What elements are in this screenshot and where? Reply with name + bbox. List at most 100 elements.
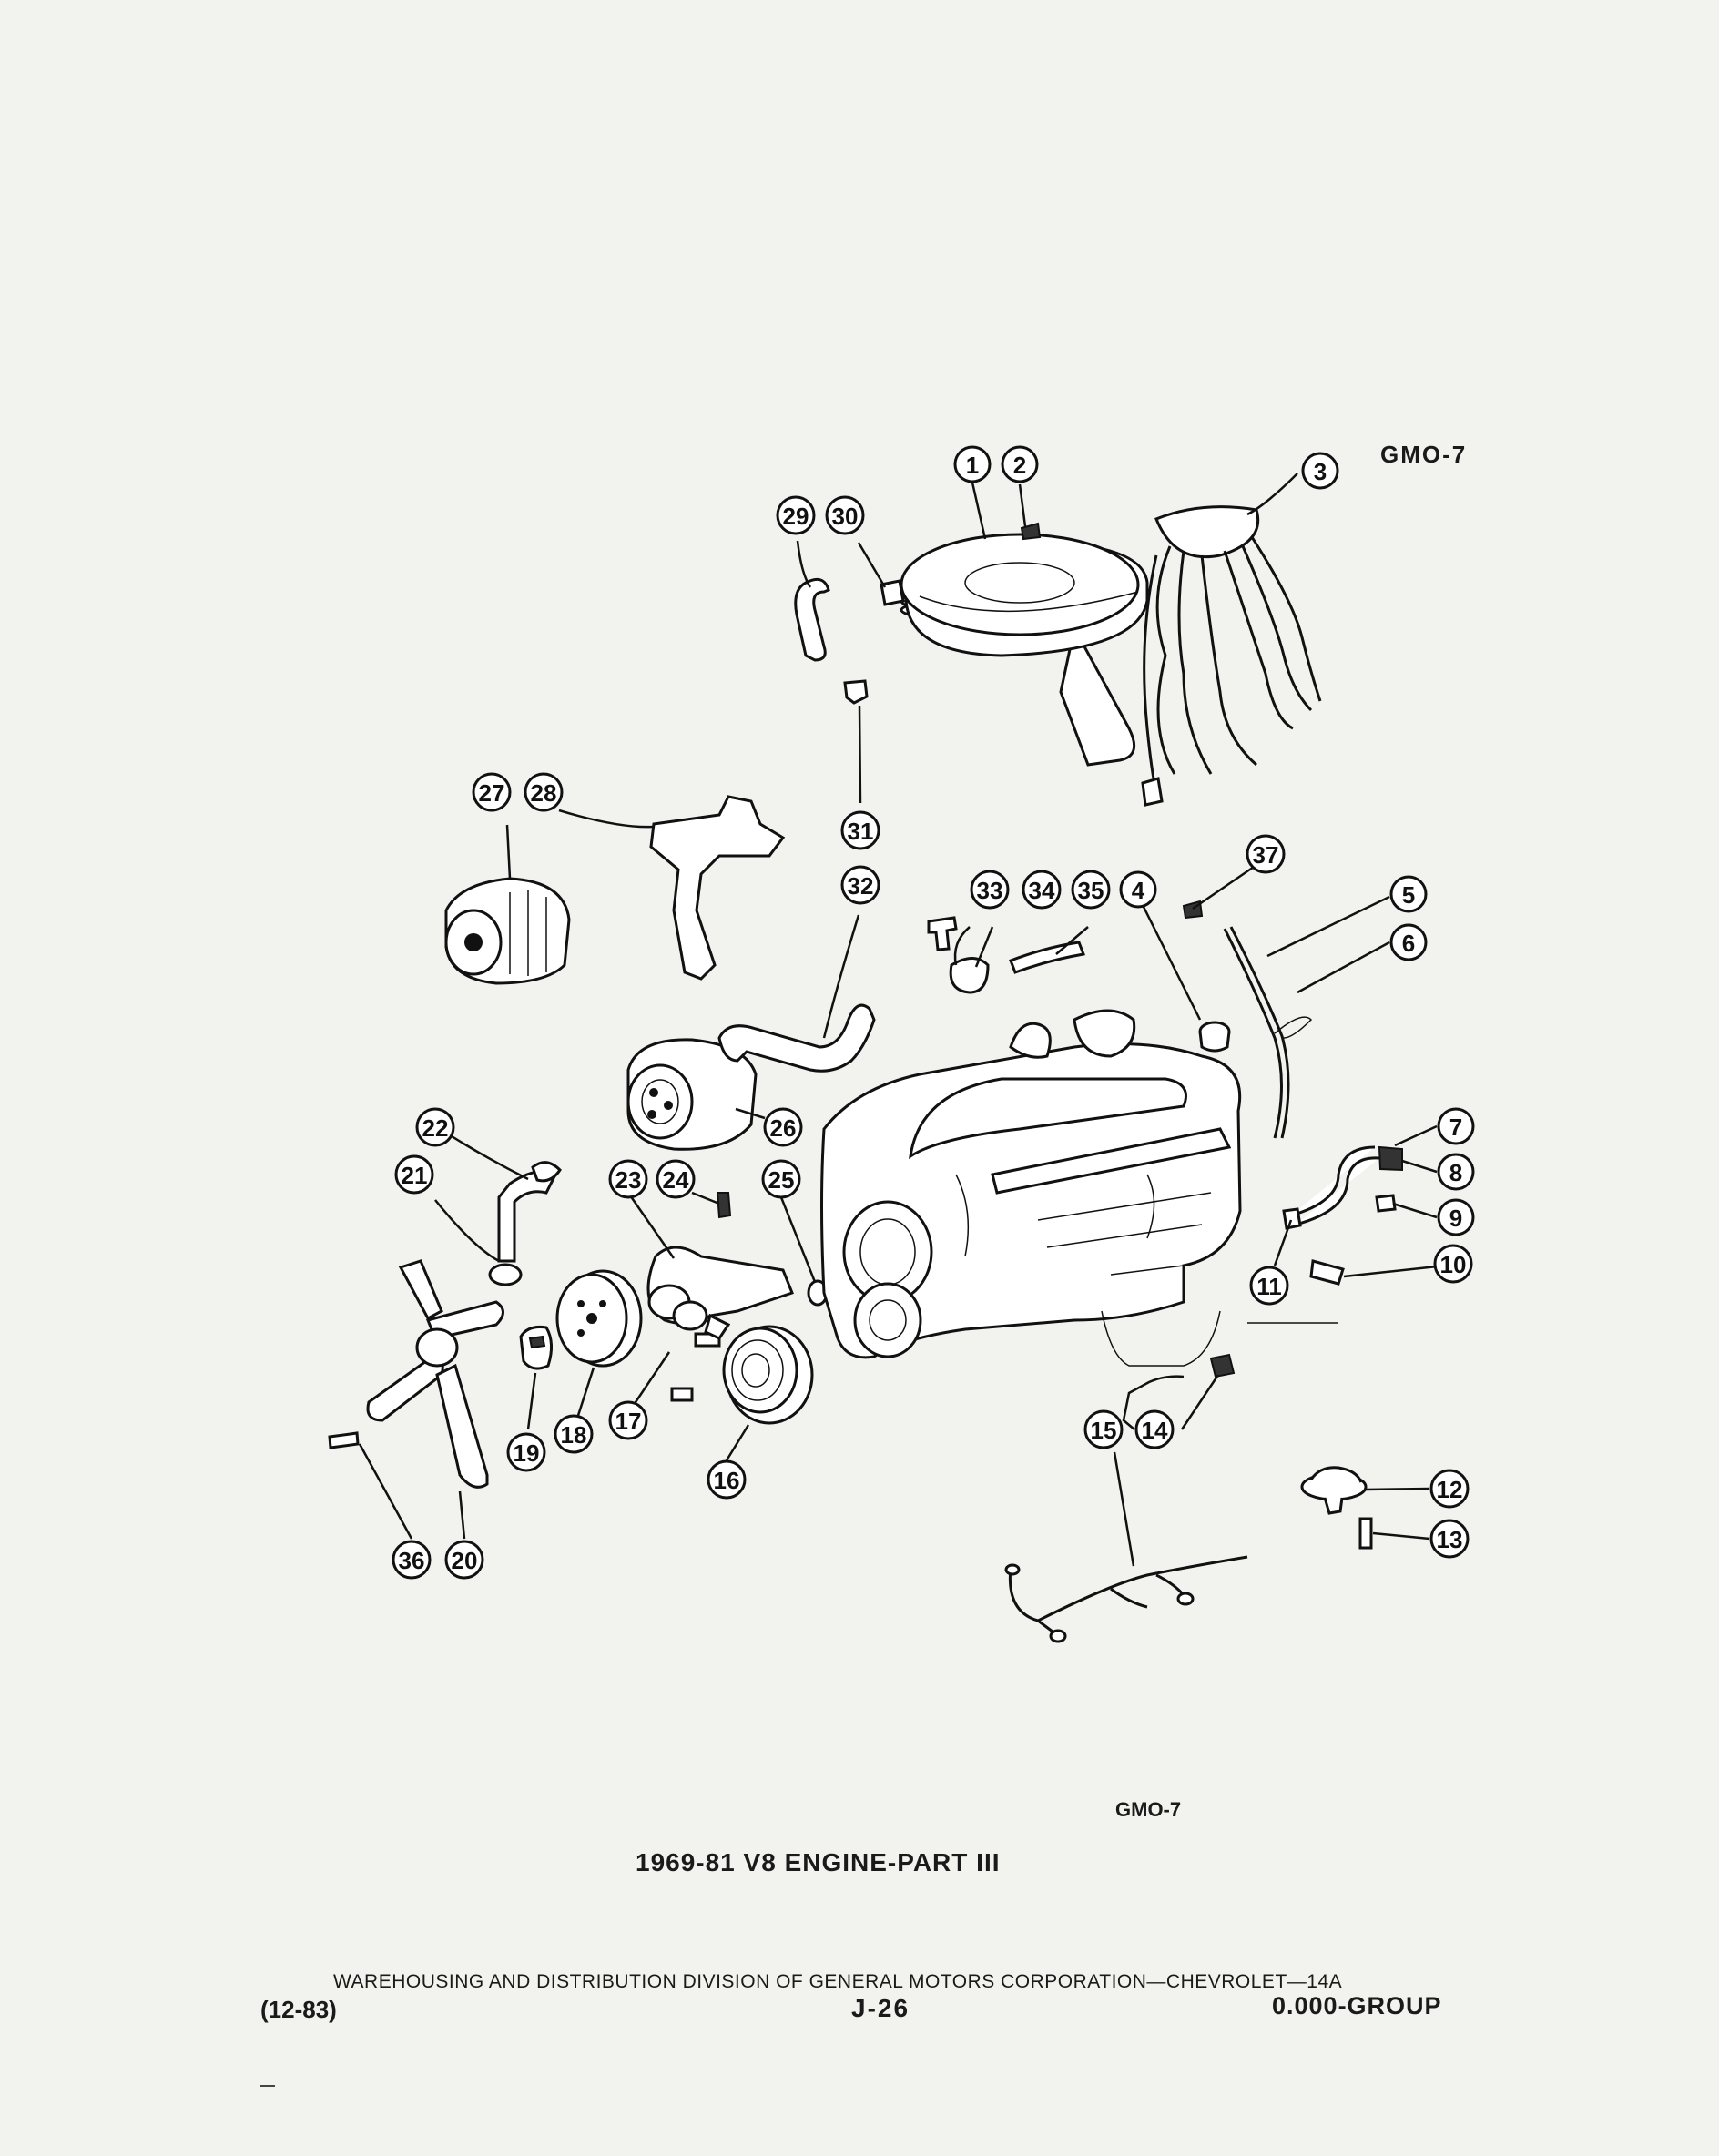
callout-5: 5 xyxy=(1389,875,1428,913)
callout-35: 35 xyxy=(1071,870,1111,910)
svg-text:26: 26 xyxy=(770,1114,797,1142)
callout-12: 12 xyxy=(1429,1469,1470,1509)
vacuum-hose-part xyxy=(1009,941,1086,974)
drain-plug-part xyxy=(1209,1353,1236,1378)
callout-10: 10 xyxy=(1433,1244,1473,1284)
water-pump-pulley-part xyxy=(555,1269,643,1368)
callout-32: 32 xyxy=(840,865,880,905)
callout-19: 19 xyxy=(506,1432,546,1472)
grommet-part xyxy=(880,579,905,606)
callout-28: 28 xyxy=(524,772,564,812)
pcv-hose-part xyxy=(794,577,830,662)
engine-wiring-harness-part xyxy=(1004,1555,1248,1643)
callout-6: 6 xyxy=(1389,923,1428,961)
svg-text:30: 30 xyxy=(832,503,859,530)
svg-text:16: 16 xyxy=(714,1467,740,1494)
callout-9: 9 xyxy=(1437,1198,1475,1236)
svg-text:9: 9 xyxy=(1449,1205,1462,1232)
svg-text:4: 4 xyxy=(1132,877,1145,904)
callout-25: 25 xyxy=(761,1159,801,1199)
callout-29: 29 xyxy=(776,495,816,535)
svg-text:6: 6 xyxy=(1402,930,1415,957)
callout-33: 33 xyxy=(970,870,1010,910)
svg-text:25: 25 xyxy=(768,1166,795,1194)
callout-7: 7 xyxy=(1437,1107,1475,1145)
temperature-sender-part xyxy=(1309,1259,1345,1286)
callout-37: 37 xyxy=(1246,834,1286,874)
wing-nut-part xyxy=(1020,522,1042,541)
svg-text:17: 17 xyxy=(615,1408,642,1435)
fan-bolt-part xyxy=(328,1431,360,1449)
callout-1: 1 xyxy=(953,445,992,483)
choke-gasket-part xyxy=(949,957,990,994)
callout-15: 15 xyxy=(1083,1409,1124,1449)
svg-text:14: 14 xyxy=(1142,1417,1168,1444)
callout-16: 16 xyxy=(707,1459,747,1500)
callout-31: 31 xyxy=(840,810,880,850)
pulley-bolts-part xyxy=(670,1332,721,1402)
air-cleaner-part xyxy=(900,533,1149,767)
svg-text:31: 31 xyxy=(848,818,874,845)
callout-27: 27 xyxy=(472,772,512,812)
svg-text:34: 34 xyxy=(1029,877,1055,904)
group-number: 0.000-GROUP xyxy=(1272,1992,1442,2019)
alternator-part xyxy=(444,877,571,985)
coolant-hose-assembly-part xyxy=(1282,1145,1403,1230)
stud-bolt-part xyxy=(927,916,958,951)
spark-plug-wire-set-part xyxy=(1141,505,1322,807)
figure-title: 1969-81 V8 ENGINE-PART III xyxy=(636,1848,1001,1876)
page-number: J-26 xyxy=(851,1994,910,2022)
svg-text:12: 12 xyxy=(1437,1476,1463,1503)
svg-text:29: 29 xyxy=(783,503,809,530)
housing-bolt-part xyxy=(1358,1517,1373,1550)
svg-text:27: 27 xyxy=(479,779,505,807)
callout-26: 26 xyxy=(763,1107,803,1147)
svg-text:24: 24 xyxy=(663,1166,689,1194)
oil-dipstick-tube-part xyxy=(1223,926,1313,1139)
callout-14: 14 xyxy=(1134,1409,1175,1449)
svg-text:23: 23 xyxy=(615,1166,642,1194)
engine-block-assembly xyxy=(820,1009,1338,1367)
figure-code-top: GMO-7 xyxy=(1380,441,1468,468)
callout-21: 21 xyxy=(394,1154,434,1195)
svg-text:18: 18 xyxy=(561,1421,587,1449)
svg-text:32: 32 xyxy=(848,872,874,900)
svg-text:36: 36 xyxy=(399,1547,425,1574)
svg-text:8: 8 xyxy=(1449,1159,1462,1186)
svg-text:2: 2 xyxy=(1013,452,1026,479)
drain-cock-part xyxy=(716,1192,732,1219)
leader-lines xyxy=(358,473,1447,1567)
svg-text:13: 13 xyxy=(1437,1526,1463,1553)
callout-4: 4 xyxy=(1119,870,1157,909)
callout-24: 24 xyxy=(656,1159,696,1199)
svg-text:37: 37 xyxy=(1253,841,1279,869)
alternator-bracket-part xyxy=(649,795,786,981)
callout-18: 18 xyxy=(554,1414,594,1454)
svg-text:11: 11 xyxy=(1256,1273,1282,1300)
heater-hose-part xyxy=(717,1003,876,1073)
pcv-valve-part xyxy=(843,679,869,705)
callout-11: 11 xyxy=(1249,1266,1289,1306)
radiator-hoses-part xyxy=(488,1161,562,1286)
svg-text:3: 3 xyxy=(1314,458,1327,485)
ac-compressor-part xyxy=(626,1038,758,1151)
svg-text:28: 28 xyxy=(531,779,557,807)
callout-17: 17 xyxy=(608,1400,648,1440)
svg-text:35: 35 xyxy=(1078,877,1104,904)
figure-code-bottom: GMO-7 xyxy=(1115,1798,1182,1821)
svg-text:22: 22 xyxy=(422,1114,449,1142)
callout-23: 23 xyxy=(608,1159,648,1199)
crankshaft-pulley-part xyxy=(722,1325,814,1425)
fan-spacer-part xyxy=(519,1326,553,1370)
water-pump-part xyxy=(646,1246,794,1340)
callout-2: 2 xyxy=(1001,445,1039,483)
revision-date: (12-83) xyxy=(260,1996,337,2023)
callout-3: 3 xyxy=(1301,452,1339,490)
callout-36: 36 xyxy=(392,1540,432,1580)
svg-text:21: 21 xyxy=(402,1162,428,1189)
svg-text:33: 33 xyxy=(977,877,1003,904)
publisher-line: WAREHOUSING AND DISTRIBUTION DIVISION OF… xyxy=(333,1971,1343,1992)
callout-13: 13 xyxy=(1429,1519,1470,1559)
callout-30: 30 xyxy=(825,495,865,535)
